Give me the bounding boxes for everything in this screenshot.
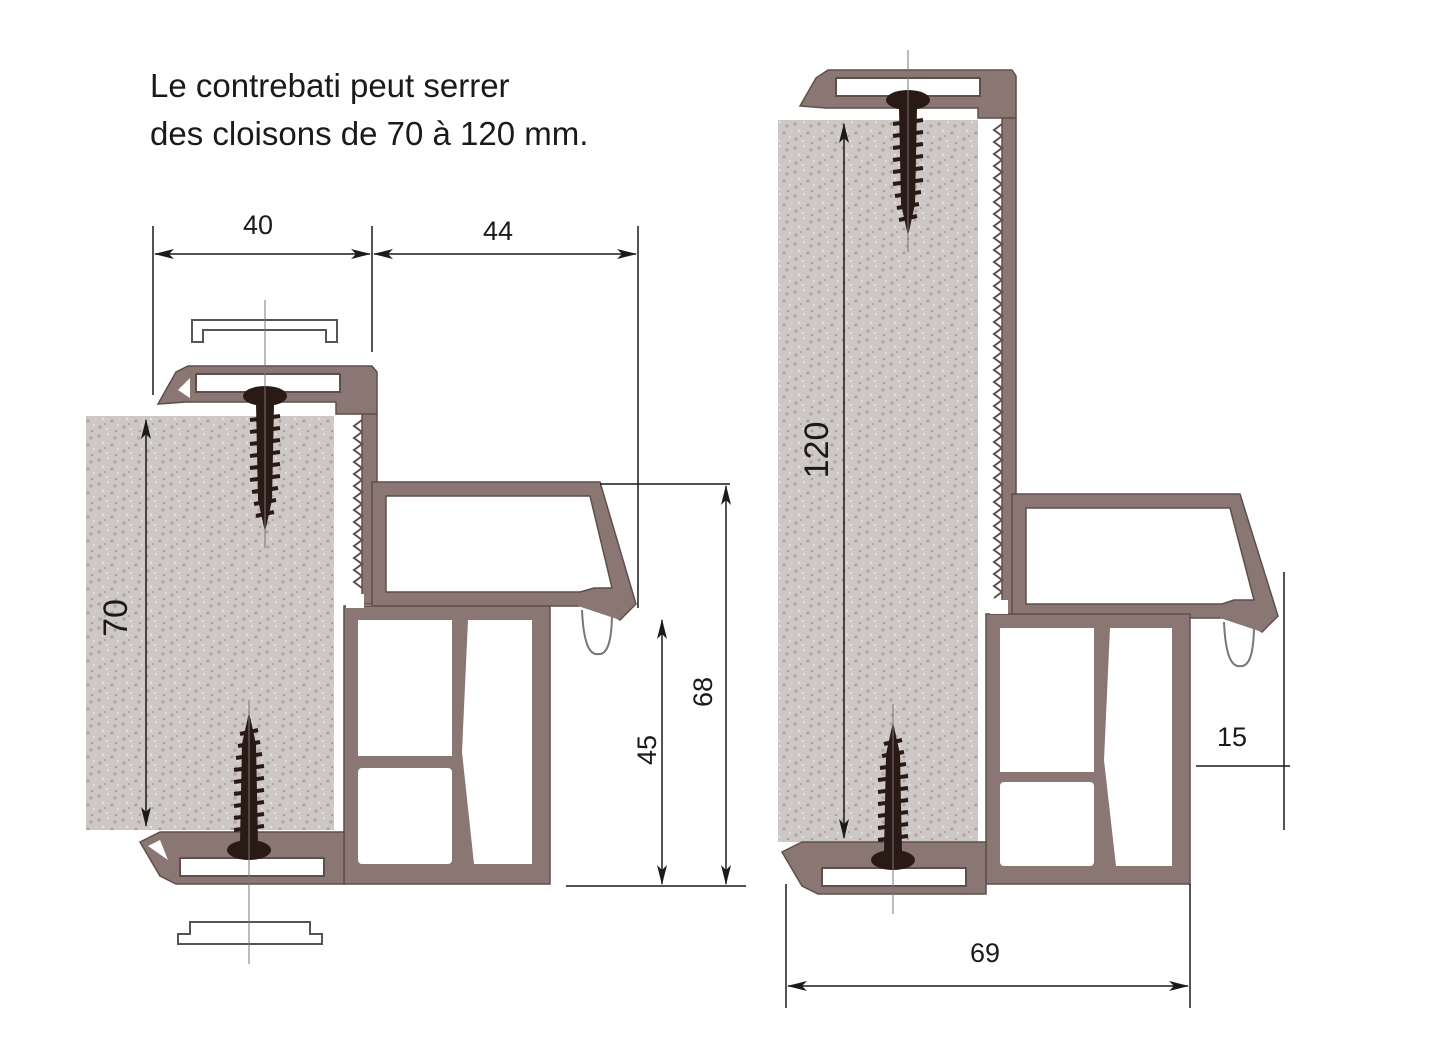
right-serration	[992, 123, 1004, 599]
right-assembly	[778, 50, 1279, 914]
caption: Le contrebati peut serrer des cloisons d…	[150, 62, 588, 158]
left-wall	[86, 416, 334, 830]
dim-label-68: 68	[688, 677, 718, 707]
caption-line-1: Le contrebati peut serrer	[150, 67, 510, 104]
dim-label-70: 70	[97, 599, 135, 637]
left-cover-cap-bottom	[177, 921, 323, 945]
left-cover-cap-top	[191, 319, 338, 343]
dim-label-45: 45	[632, 735, 662, 765]
dim-label-15: 15	[1217, 722, 1247, 752]
dim-label-69: 69	[970, 938, 1000, 968]
right-wall	[778, 120, 978, 842]
dim-label-40: 40	[243, 210, 273, 240]
dim-label-120: 120	[798, 422, 836, 479]
dimension-lines	[141, 123, 1290, 1008]
left-frame	[138, 481, 637, 885]
left-assembly	[86, 300, 637, 964]
right-frame	[780, 493, 1279, 895]
caption-line-2: des cloisons de 70 à 120 mm.	[150, 115, 589, 152]
dim-label-44: 44	[483, 216, 513, 246]
left-serration	[352, 419, 364, 589]
